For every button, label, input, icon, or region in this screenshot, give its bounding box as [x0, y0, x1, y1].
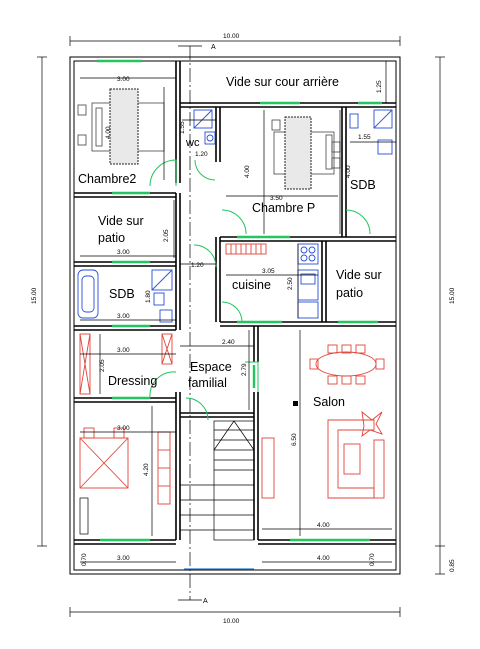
- dim-cuisine-depth: 2.50: [287, 277, 294, 290]
- room-chambre-p: Chambre P: [252, 201, 315, 215]
- salon-furniture: [261, 344, 385, 499]
- bed-chambre-p: [271, 116, 341, 190]
- room-labels: Vide sur cour arrière Chambre2 wc Chambr…: [78, 75, 382, 409]
- room-salon: Salon: [313, 395, 345, 409]
- room-vide-patio-left-1: Vide sur: [98, 214, 144, 228]
- dim-ch2-width: 3.00: [117, 76, 130, 83]
- dim-sdb-right-height: 4.00: [345, 165, 352, 178]
- interior-dimension-lines: [80, 61, 396, 563]
- sdb-left-fixtures: [77, 269, 173, 323]
- dim-dressing-width: 3.00: [117, 347, 130, 354]
- sdb-right-fixtures: [349, 109, 393, 155]
- room-vide-patio-right-2: patio: [336, 286, 363, 300]
- room-vide-cour: Vide sur cour arrière: [226, 75, 339, 89]
- bottom-right-offset: 0.85: [449, 559, 456, 572]
- dim-balcony-left-depth: 0.70: [81, 553, 88, 566]
- overall-height-left: 15.00: [31, 287, 38, 304]
- dim-sdb-right-width: 1.55: [358, 134, 371, 141]
- section-axis: A A: [178, 44, 216, 605]
- dim-sdb-left-depth: 1.80: [145, 290, 152, 303]
- overall-height-right: 15.00: [449, 287, 456, 304]
- bed-chambre-bottom: [79, 427, 171, 535]
- room-chambre2: Chambre2: [78, 172, 136, 186]
- overall-width-bottom: 10.00: [223, 618, 240, 625]
- dim-balcony-right-depth: 0.70: [369, 553, 376, 566]
- dim-patio-left-width: 3.00: [117, 249, 130, 256]
- dim-espace-height: 2.79: [241, 363, 248, 376]
- room-vide-patio-right-1: Vide sur: [336, 268, 382, 282]
- room-cuisine: cuisine: [232, 278, 271, 292]
- dimension-labels: 3.00 4.00 1.25 1.55 1.20 1.55 4.00 4.00 …: [81, 76, 383, 566]
- section-marker-top: A: [211, 44, 216, 51]
- room-dressing: Dressing: [108, 374, 157, 388]
- overall-dimensions: 10.00 10.00 15.00 15.00 0.85: [31, 33, 456, 625]
- dim-salon-height: 6.50: [291, 433, 298, 446]
- bed-chambre2: [77, 88, 165, 165]
- wc-fixtures: [193, 109, 216, 145]
- room-espace-1: Espace: [190, 360, 232, 374]
- room-vide-patio-left-2: patio: [98, 231, 125, 245]
- overall-width-top: 10.00: [223, 33, 240, 40]
- section-marker-bottom: A: [203, 598, 208, 605]
- dim-dressing-height: 2.05: [99, 359, 106, 372]
- dim-vide-cour-height: 1.25: [376, 80, 383, 93]
- room-espace-2: familial: [188, 376, 227, 390]
- dim-balcony-left-width: 3.00: [117, 555, 130, 562]
- room-sdb-left: SDB: [109, 287, 135, 301]
- dim-cuisine-width: 3.05: [262, 268, 275, 275]
- dim-chambre-width: 3.00: [117, 425, 130, 432]
- dim-sdb-left-width: 3.00: [117, 313, 130, 320]
- dim-wc-depth: 1.20: [195, 151, 208, 158]
- dressing-fixtures: [79, 333, 173, 395]
- dim-espace-width: 2.40: [222, 339, 235, 346]
- dim-chambre-height: 4.20: [143, 463, 150, 476]
- staircase: [180, 420, 255, 541]
- dim-patio-left-height: 2.05: [163, 229, 170, 242]
- dim-wc-width: 1.55: [179, 121, 186, 134]
- dim-balcony-right-width: 4.00: [317, 555, 330, 562]
- dim-chp-width: 3.50: [270, 195, 283, 202]
- windows: [97, 59, 382, 570]
- exterior-walls: [69, 56, 401, 575]
- dim-salon-width: 4.00: [317, 522, 330, 529]
- room-wc: wc: [185, 137, 200, 149]
- dim-bed2-length: 4.00: [105, 126, 112, 139]
- room-sdb-right: SDB: [350, 178, 376, 192]
- dim-chp-height: 4.00: [244, 165, 251, 178]
- dim-corridor-mid: 1.20: [191, 262, 204, 269]
